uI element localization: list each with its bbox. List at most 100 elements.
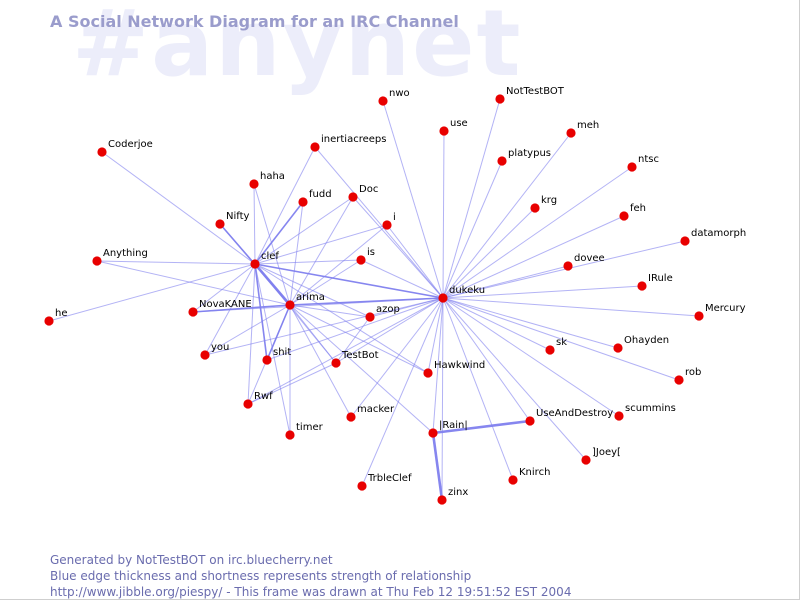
node-Hawkwind: Hawkwind xyxy=(423,360,485,378)
edge-dukeku-you xyxy=(204,297,444,356)
edge-clef-timer xyxy=(254,263,291,436)
node-label: is xyxy=(367,247,375,258)
node-dot xyxy=(619,211,629,221)
edge-dukeku-rob xyxy=(442,297,680,381)
node-dot xyxy=(243,399,253,409)
node-label: Coderjoe xyxy=(108,139,153,150)
node-dot xyxy=(285,430,295,440)
edge-arima-Doc xyxy=(289,196,354,306)
footer-generated-line: Generated by NotTestBOT on irc.bluecherr… xyxy=(50,553,333,567)
node-azop: azop xyxy=(365,304,400,322)
node-Rwf: Rwf xyxy=(243,391,273,409)
node-Anything: Anything xyxy=(92,248,148,266)
node-label: Hawkwind xyxy=(434,360,485,371)
node-label: scummins xyxy=(625,403,676,414)
node-dot xyxy=(356,255,366,265)
node-dot xyxy=(188,307,198,317)
node-dot xyxy=(310,142,320,152)
node-dot xyxy=(97,147,107,157)
node-TestBot: TestBot xyxy=(331,350,379,368)
node-dot xyxy=(674,375,684,385)
node-dot xyxy=(614,411,624,421)
edge-dukeku-Knirch xyxy=(442,297,514,481)
edge-dukeku-IRule xyxy=(442,285,643,299)
footer-legend-line: Blue edge thickness and shortness repres… xyxy=(50,569,472,583)
edge-clef-fudd xyxy=(254,201,304,265)
node-shit: shit xyxy=(262,347,291,365)
edge-arima-fudd xyxy=(289,201,304,306)
node-dot xyxy=(694,311,704,321)
node-datamorph: datamorph xyxy=(680,228,746,246)
node-Doc: Doc xyxy=(348,184,378,202)
node-dot xyxy=(495,94,505,104)
node-TrbleClef: TrbleClef xyxy=(357,473,412,491)
node-label: clef xyxy=(261,251,279,262)
page-title: A Social Network Diagram for an IRC Chan… xyxy=(50,12,459,31)
node-dot xyxy=(637,281,647,291)
node-dot xyxy=(428,428,438,438)
node-dot xyxy=(298,197,308,207)
node-dot xyxy=(92,256,102,266)
node-timer: timer xyxy=(285,422,324,440)
edge-TestBot-Rwf xyxy=(247,362,337,405)
edge-arima-Rwf xyxy=(247,304,291,405)
footer-url-line: http://www.jibble.org/piespy/ - This fra… xyxy=(50,585,572,599)
node-label: macker xyxy=(357,404,395,415)
node-label: Rwf xyxy=(254,391,273,402)
node-Nifty: Nifty xyxy=(215,211,250,229)
node-scummins: scummins xyxy=(614,403,676,421)
node-label: nwo xyxy=(389,88,410,99)
edge-clef-Doc xyxy=(254,196,354,265)
edge-dukeku-shit xyxy=(266,297,444,361)
node-Knirch: Knirch xyxy=(508,467,550,485)
node-label: ntsc xyxy=(638,154,659,165)
node-label: Doc xyxy=(359,184,378,195)
edge-dukeku-Doc xyxy=(352,196,444,299)
edge-dukeku-Hawkwind xyxy=(427,297,444,374)
edge-arima-you xyxy=(204,304,291,356)
node-dovee: dovee xyxy=(563,253,605,271)
node-Coderjoe: Coderjoe xyxy=(97,139,153,157)
edge-dukeku-platypus xyxy=(442,160,503,299)
edge-dukeku-Ohayden xyxy=(442,297,619,349)
edge-clef-Rwf xyxy=(247,263,256,405)
edge-arima-Anything xyxy=(96,260,291,306)
edge-clef-Anything xyxy=(96,260,256,265)
node-dot xyxy=(563,261,573,271)
edge-dukeku-TestBot xyxy=(335,297,444,364)
node-label: Nifty xyxy=(226,211,250,222)
node-label: he xyxy=(55,308,68,319)
edge-dukeku-is xyxy=(360,259,444,299)
edge-clef-he xyxy=(48,263,256,322)
edge-arima-i xyxy=(289,224,388,306)
node-dot xyxy=(438,293,448,303)
edge-arima-is xyxy=(289,259,362,306)
node-dot xyxy=(44,316,54,326)
edge-dukeku-clef xyxy=(254,263,444,299)
node-nwo: nwo xyxy=(378,88,410,106)
node-dot xyxy=(545,345,555,355)
edge-dukeku-UseAndDestroy xyxy=(442,297,531,422)
node-dot xyxy=(262,355,272,365)
edge-arima-haha xyxy=(253,183,291,306)
edge-arima-TestBot xyxy=(289,304,337,364)
node-label: NotTestBOT xyxy=(506,86,565,97)
node-he: he xyxy=(44,308,68,326)
node-is: is xyxy=(356,247,375,265)
edge-clef-Coderjoe xyxy=(101,151,256,265)
node-dot xyxy=(250,259,260,269)
node-label: TestBot xyxy=(341,350,379,361)
node-label: TrbleClef xyxy=(367,473,412,484)
node-inertiacreeps: inertiacreeps xyxy=(310,134,386,152)
edge-arima-macker xyxy=(289,304,352,418)
node-label: |Rain| xyxy=(439,420,468,431)
node-dot xyxy=(613,343,623,353)
node-dot xyxy=(680,236,690,246)
node-you: you xyxy=(200,342,229,360)
node-label: Mercury xyxy=(705,303,746,314)
node-dot xyxy=(346,412,356,422)
node-Rain: |Rain| xyxy=(428,420,468,438)
node-label: Anything xyxy=(103,248,148,259)
node-NotTestBOT: NotTestBOT xyxy=(495,86,565,104)
